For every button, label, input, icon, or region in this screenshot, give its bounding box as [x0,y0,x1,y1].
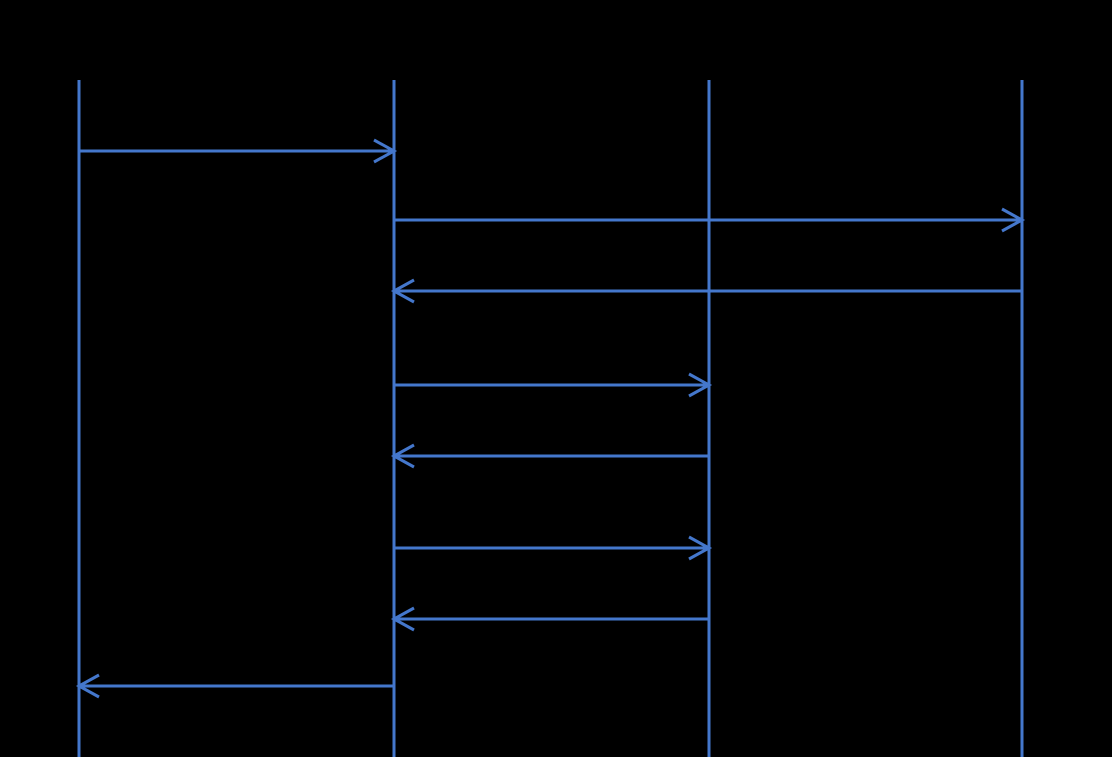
message-7[interactable] [390,606,709,632]
message-arrowhead-5 [390,443,415,469]
message-arrowhead-2 [1001,207,1026,233]
message-arrowhead-7 [390,606,415,632]
message-arrowhead-8 [75,673,100,699]
message-8[interactable] [75,673,394,699]
message-3[interactable] [390,278,1022,304]
message-4[interactable] [394,372,713,398]
message-1[interactable] [79,138,398,164]
message-6[interactable] [394,535,713,561]
lifelines-group [77,80,1024,757]
message-5[interactable] [390,443,709,469]
message-arrowhead-6 [688,535,713,561]
message-2[interactable] [394,207,1026,233]
message-arrowhead-3 [390,278,415,304]
message-arrowhead-4 [688,372,713,398]
messages-group [75,138,1026,699]
message-arrowhead-1 [373,138,398,164]
